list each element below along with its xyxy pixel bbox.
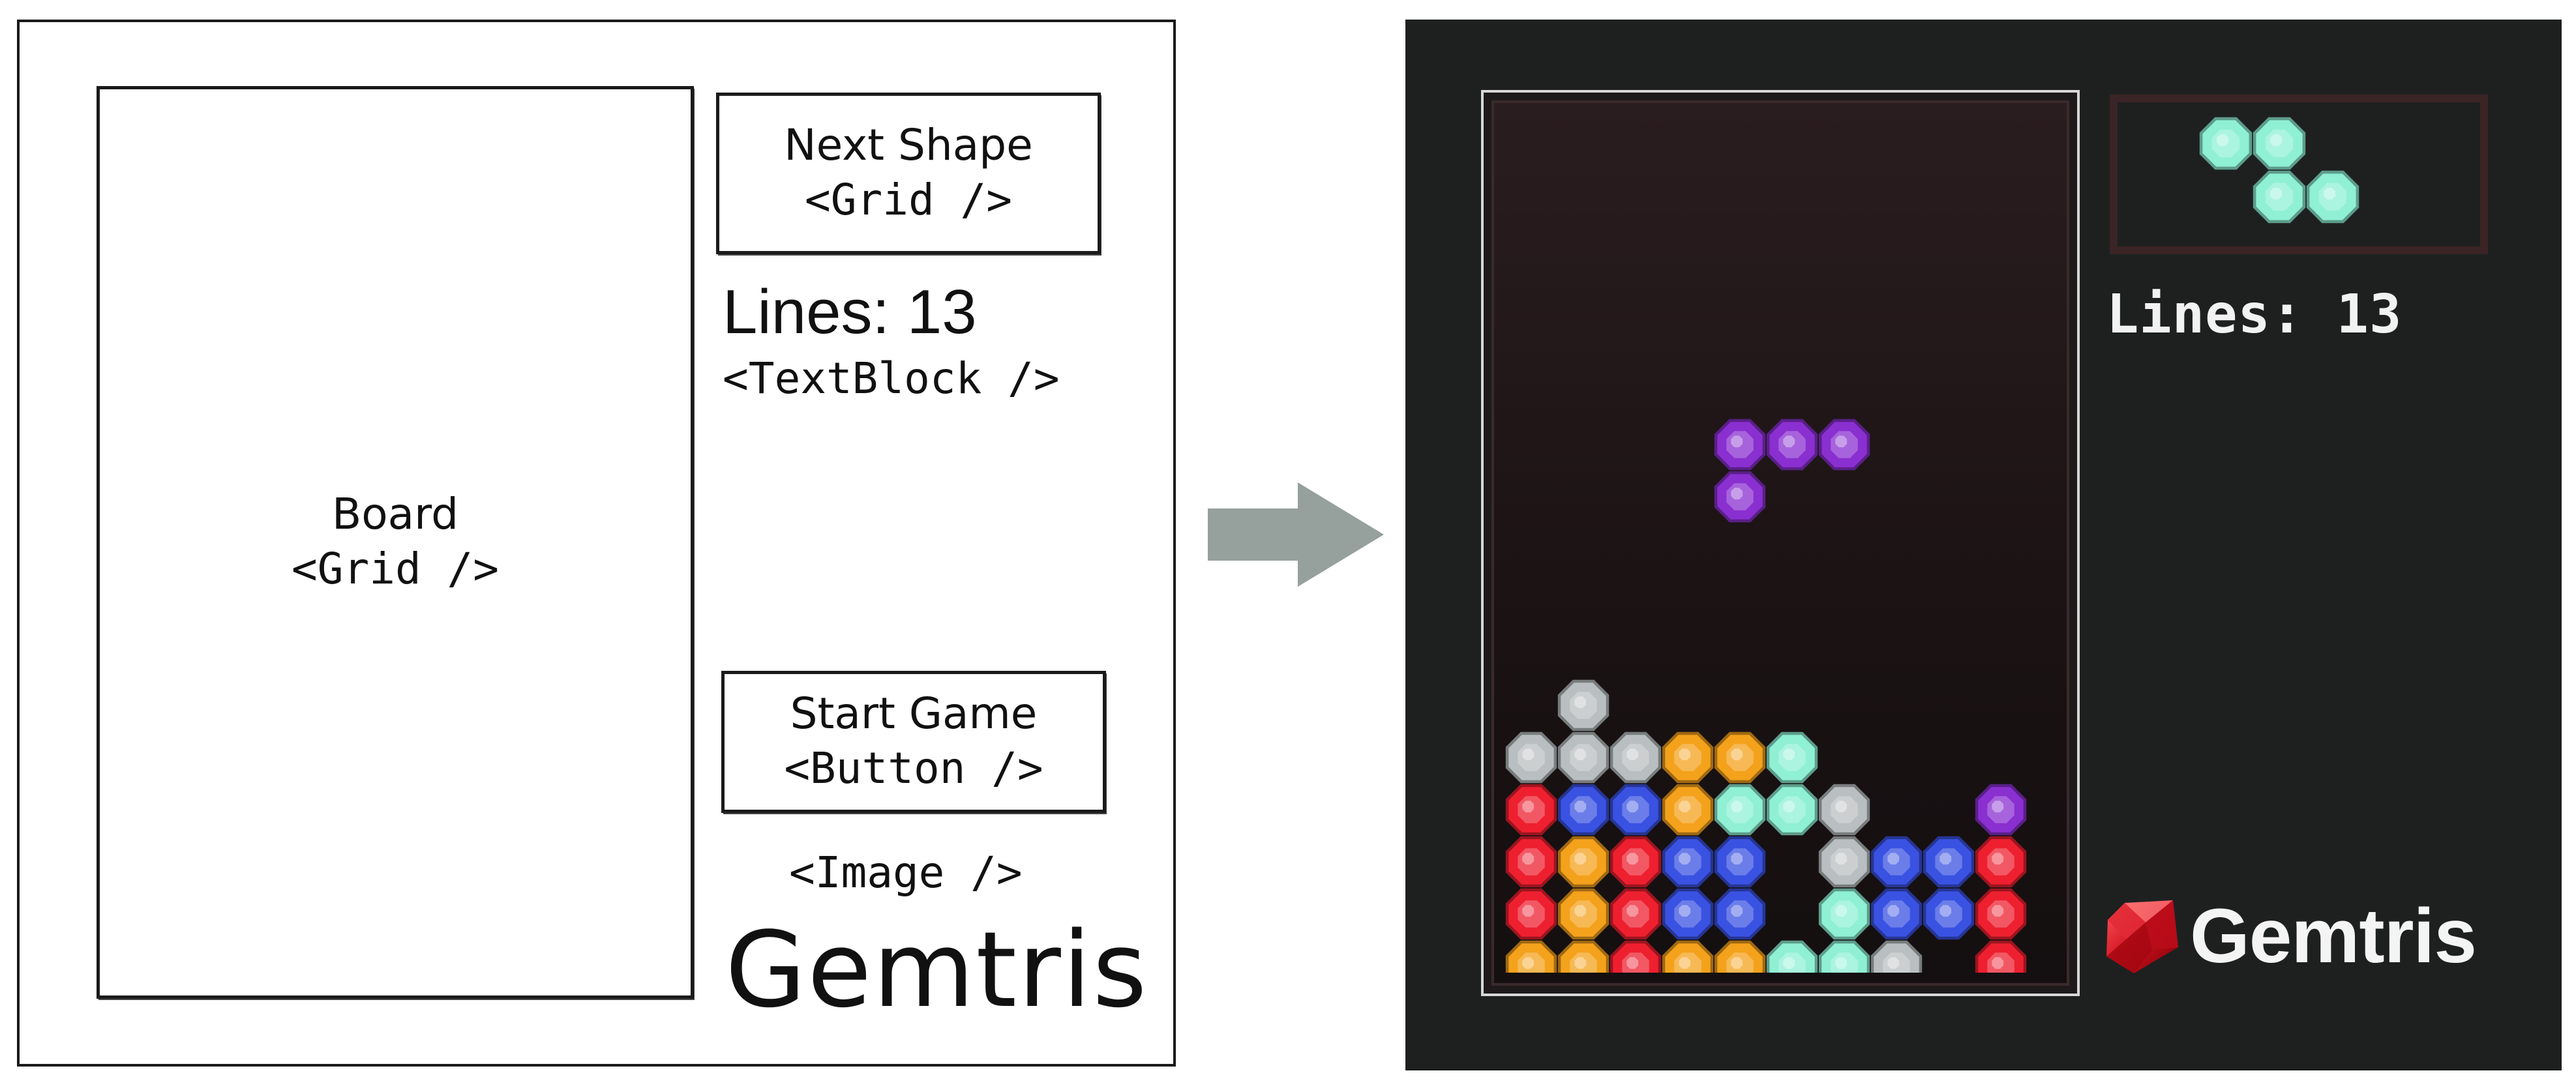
- orange-gem: [1557, 836, 1610, 888]
- gray-gem: [1557, 679, 1610, 731]
- board-gems: [1505, 419, 2027, 973]
- board-well: [1491, 100, 2069, 986]
- orange-gem: [1714, 940, 1766, 973]
- start-game-title: Start Game: [790, 688, 1038, 739]
- lines-tag: <TextBlock />: [723, 353, 1060, 404]
- orange-gem: [1714, 731, 1766, 784]
- blue-gem: [1923, 836, 1975, 888]
- blue-gem: [1557, 784, 1610, 836]
- gray-gem: [1818, 836, 1870, 888]
- start-game-placeholder: Start Game <Button />: [721, 671, 1106, 813]
- game-board: [1481, 90, 2080, 996]
- orange-gem: [1662, 731, 1714, 784]
- gemtris-logo: Gemtris: [2100, 892, 2477, 980]
- logo-text: Gemtris: [2190, 893, 2477, 979]
- purple-gem: [1714, 419, 1766, 471]
- red-gem: [1975, 836, 2027, 888]
- blue-gem: [1870, 888, 1923, 940]
- red-gem: [1975, 888, 2027, 940]
- wireframe-mockup: Board <Grid /> Next Shape <Grid /> Lines…: [17, 20, 1176, 1067]
- lines-text: Lines: 13: [723, 277, 977, 347]
- next-shape-panel: [2110, 95, 2488, 254]
- red-gem: [1505, 836, 1557, 888]
- orange-gem: [1557, 940, 1610, 973]
- gray-gem: [1610, 731, 1662, 784]
- orange-gem: [1662, 940, 1714, 973]
- teal-gem: [2253, 117, 2306, 170]
- teal-gem: [2199, 117, 2253, 170]
- blue-gem: [1714, 888, 1766, 940]
- teal-gem: [1818, 888, 1870, 940]
- teal-gem: [1766, 940, 1818, 973]
- red-gem: [1505, 888, 1557, 940]
- red-gem: [1975, 940, 2027, 973]
- blue-gem: [1662, 836, 1714, 888]
- purple-gem: [1714, 471, 1766, 523]
- red-gem: [1610, 940, 1662, 973]
- gray-gem: [1818, 784, 1870, 836]
- red-gem: [1505, 784, 1557, 836]
- gray-gem: [1557, 731, 1610, 784]
- right-arrow-icon: [1208, 482, 1384, 587]
- gray-gem: [1870, 940, 1923, 973]
- blue-gem: [1870, 836, 1923, 888]
- blue-gem: [1923, 888, 1975, 940]
- image-tag: <Image />: [789, 847, 1023, 898]
- sketch-logo-text: Gemtris: [725, 909, 1148, 1031]
- teal-gem: [1818, 940, 1870, 973]
- game-screenshot: Lines: 13 Gemtris: [1405, 20, 2562, 1070]
- ruby-gem-icon: [2106, 900, 2178, 973]
- red-gem: [1610, 888, 1662, 940]
- board-tag: <Grid />: [292, 544, 499, 595]
- start-game-tag: <Button />: [784, 743, 1043, 794]
- orange-gem: [1557, 888, 1610, 940]
- lines-placeholder: Lines: 13 <TextBlock />: [723, 278, 1060, 406]
- teal-gem: [2253, 170, 2306, 224]
- blue-gem: [1714, 836, 1766, 888]
- purple-gem: [1975, 784, 2027, 836]
- gray-gem: [1505, 731, 1557, 784]
- orange-gem: [1505, 940, 1557, 973]
- next-shape-tag: <Grid />: [805, 175, 1012, 226]
- purple-gem: [1818, 419, 1870, 471]
- lines-counter: Lines: 13: [2106, 284, 2403, 346]
- blue-gem: [1610, 784, 1662, 836]
- next-piece-gems: [2199, 117, 2359, 224]
- teal-gem: [1766, 731, 1818, 784]
- next-shape-placeholder: Next Shape <Grid />: [716, 93, 1101, 254]
- purple-gem: [1766, 419, 1818, 471]
- red-gem: [1610, 836, 1662, 888]
- teal-gem: [2306, 170, 2359, 224]
- board-title: Board: [332, 488, 458, 539]
- next-shape-title: Next Shape: [784, 119, 1033, 170]
- image-placeholder: <Image />: [789, 845, 1023, 901]
- board-placeholder: Board <Grid />: [97, 86, 694, 999]
- blue-gem: [1662, 888, 1714, 940]
- orange-gem: [1662, 784, 1714, 836]
- teal-gem: [1766, 784, 1818, 836]
- teal-gem: [1714, 784, 1766, 836]
